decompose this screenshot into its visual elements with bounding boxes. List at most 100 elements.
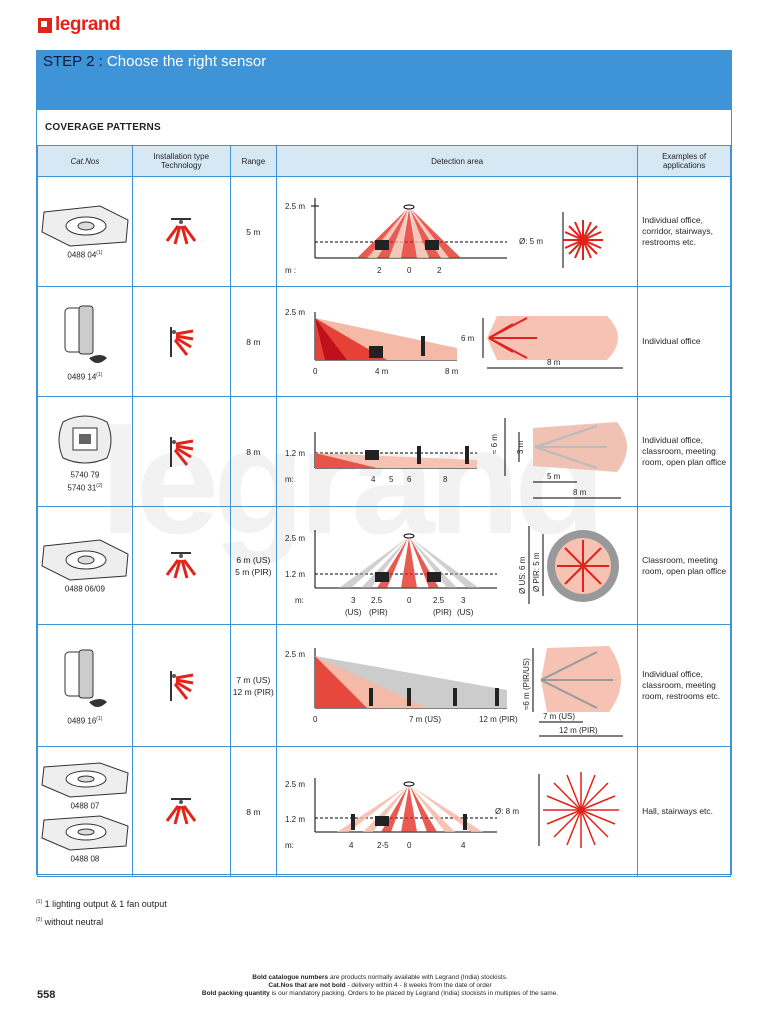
table-row: 0488 06/09 6 m (US)5 m (PIR) 2.5 m — [37, 506, 731, 625]
range-value: 5 m (PIR) — [235, 566, 272, 577]
tick-label: 4 — [371, 475, 376, 484]
footnote-text: 1 lighting output & 1 fan output — [44, 899, 167, 909]
tick-label: 2-5 — [377, 841, 389, 850]
wall-switch-sensor-image — [58, 415, 112, 464]
step-prefix: STEP 2 : — [43, 53, 103, 70]
walking-person-icon — [421, 335, 426, 356]
detection-cell: 1.2 m m: 4 5 6 8 ≈ 6 m 3 m — [276, 396, 639, 507]
footnote-ref: (1) — [96, 372, 103, 379]
section-title: COVERAGE PATTERNS — [45, 122, 161, 133]
wall-mount-icon — [170, 436, 194, 467]
tech-label: (US) — [457, 608, 474, 617]
width-label: 3 m — [516, 440, 525, 454]
step-header: STEP 2 : Choose the right sensor — [36, 50, 732, 110]
examples-cell: Individual office, classroom, meeting ro… — [637, 396, 731, 507]
tick-label: 7 m (US) — [409, 715, 441, 724]
axis-unit: m : — [285, 266, 296, 275]
height-label: 1.2 m — [285, 570, 305, 579]
detection-cell: 2.5 m 1.2 m m: 3 2.5 — [276, 506, 639, 625]
range-value: 12 m (PIR) — [232, 686, 274, 697]
coverage-area — [487, 315, 619, 360]
axis-unit: m: — [295, 596, 304, 605]
install-cell — [131, 624, 231, 747]
tick-label: 4 — [461, 841, 466, 850]
tick-label: 0 — [313, 367, 318, 376]
cat-number-text: 0488 08 — [70, 854, 100, 864]
diameter-label: Ø: 5 m — [519, 237, 543, 246]
tick-label: 3 — [351, 596, 356, 605]
stockist-note: Bold catalogue numbers are products norm… — [160, 974, 600, 998]
footnote-text: without neutral — [44, 917, 104, 927]
install-cell — [131, 176, 231, 287]
col-header-cat: Cat.Nos — [37, 145, 133, 177]
cat-number: 0488 07 — [38, 799, 132, 812]
examples-cell: Individual office, corridor, stairways, … — [637, 176, 731, 287]
ceiling-mount-icon — [166, 217, 197, 244]
detection-diagram: 1.2 m m: 4 5 6 8 ≈ 6 m 3 m — [285, 417, 628, 498]
detection-cell: 2.5 m m : 2 0 — [276, 176, 639, 287]
length-label: 7 m (US) — [543, 712, 575, 721]
footnote-ref: (1) — [96, 250, 103, 257]
wall-mount-icon — [170, 670, 194, 701]
note-text: - delivery within 4 - 8 weeks from the d… — [345, 982, 492, 989]
person-desk-icon — [425, 239, 440, 250]
note-text: is our mandatory packing. Orders to be p… — [269, 990, 559, 997]
height-label: 2.5 m — [285, 650, 305, 659]
tick-label: 0 — [407, 266, 412, 275]
tech-label: (US) — [345, 608, 362, 617]
col-header-examples: Examples of applications — [637, 145, 731, 177]
person-desk-icon — [369, 345, 384, 358]
cat-cell: 0489 16(1) — [37, 624, 133, 747]
tick-label: 2 — [377, 266, 382, 275]
person-desk-icon — [375, 815, 390, 826]
range-value: 8 m — [246, 806, 261, 817]
tick-label: 3 — [461, 596, 466, 605]
install-cell — [131, 286, 231, 397]
coverage-table: Cat.Nos Installation type Technology Ran… — [37, 145, 731, 877]
cat-cell: 0489 14(1) — [37, 286, 133, 397]
step-title: STEP 2 : Choose the right sensor — [43, 53, 266, 70]
detection-diagram: 2.5 m 0 4 m 8 m 6 m — [285, 308, 624, 376]
cat-cell: 5740 79 5740 31(2) — [37, 396, 133, 507]
cat-number-text: 5740 79 — [70, 470, 100, 480]
col-header-install: Installation type Technology — [131, 145, 231, 177]
cat-number: 0488 08 — [38, 852, 132, 865]
table-row: 0488 04(1) 5 m 2.5 m — [37, 176, 731, 287]
detection-cell: 2.5 m 1.2 m m: 4 — [276, 746, 639, 877]
length-label: 8 m — [573, 488, 587, 497]
wall-mount-icon — [170, 326, 194, 357]
examples-cell: Individual office, classroom, meeting ro… — [637, 624, 731, 747]
walking-person-icon — [495, 687, 500, 706]
legrand-logo-mark — [38, 17, 52, 33]
range-value: 5 m — [246, 226, 261, 237]
cat-cell: 0488 06/09 — [37, 506, 133, 625]
cat-number-text: 0488 07 — [70, 801, 100, 811]
cat-number: 0488 06/09 — [38, 582, 132, 595]
tick-label: 0 — [407, 841, 412, 850]
person-desk-icon — [375, 571, 390, 582]
length-label: 8 m — [547, 358, 561, 367]
tech-label: (PIR) — [369, 608, 388, 617]
cat-cell: 0488 07 0488 08 — [37, 746, 133, 877]
range-cell: 8 m — [229, 286, 278, 397]
detection-cell: 2.5 m 0 7 m (US) 12 m (PIR) ≈6 m (PIR/US… — [276, 624, 639, 747]
cat-number: 0489 16(1) — [38, 714, 132, 727]
range-value: 7 m (US) — [236, 674, 271, 685]
tick-label: 8 — [443, 475, 448, 484]
tick-label: 5 — [389, 475, 394, 484]
page-number: 558 — [37, 989, 56, 1001]
cat-number-text: 0489 16 — [67, 716, 97, 726]
height-label: 2.5 m — [285, 202, 305, 211]
cat-number-text: 0488 06/09 — [64, 584, 105, 594]
person-desk-icon — [375, 239, 390, 250]
length-label: 5 m — [547, 472, 561, 481]
footnote: (1) 1 lighting output & 1 fan output — [36, 894, 167, 912]
note-bold: Bold catalogue numbers — [252, 974, 329, 981]
tech-label: (PIR) — [433, 608, 452, 617]
tick-label: 4 m — [375, 367, 389, 376]
table-row: 0489 14(1) 8 m 2.5 m — [37, 286, 731, 397]
examples-cell: Individual office — [637, 286, 731, 397]
tick-label: 12 m (PIR) — [479, 715, 518, 724]
height-label: 1.2 m — [285, 815, 305, 824]
ceiling-sensor-image — [41, 762, 129, 798]
